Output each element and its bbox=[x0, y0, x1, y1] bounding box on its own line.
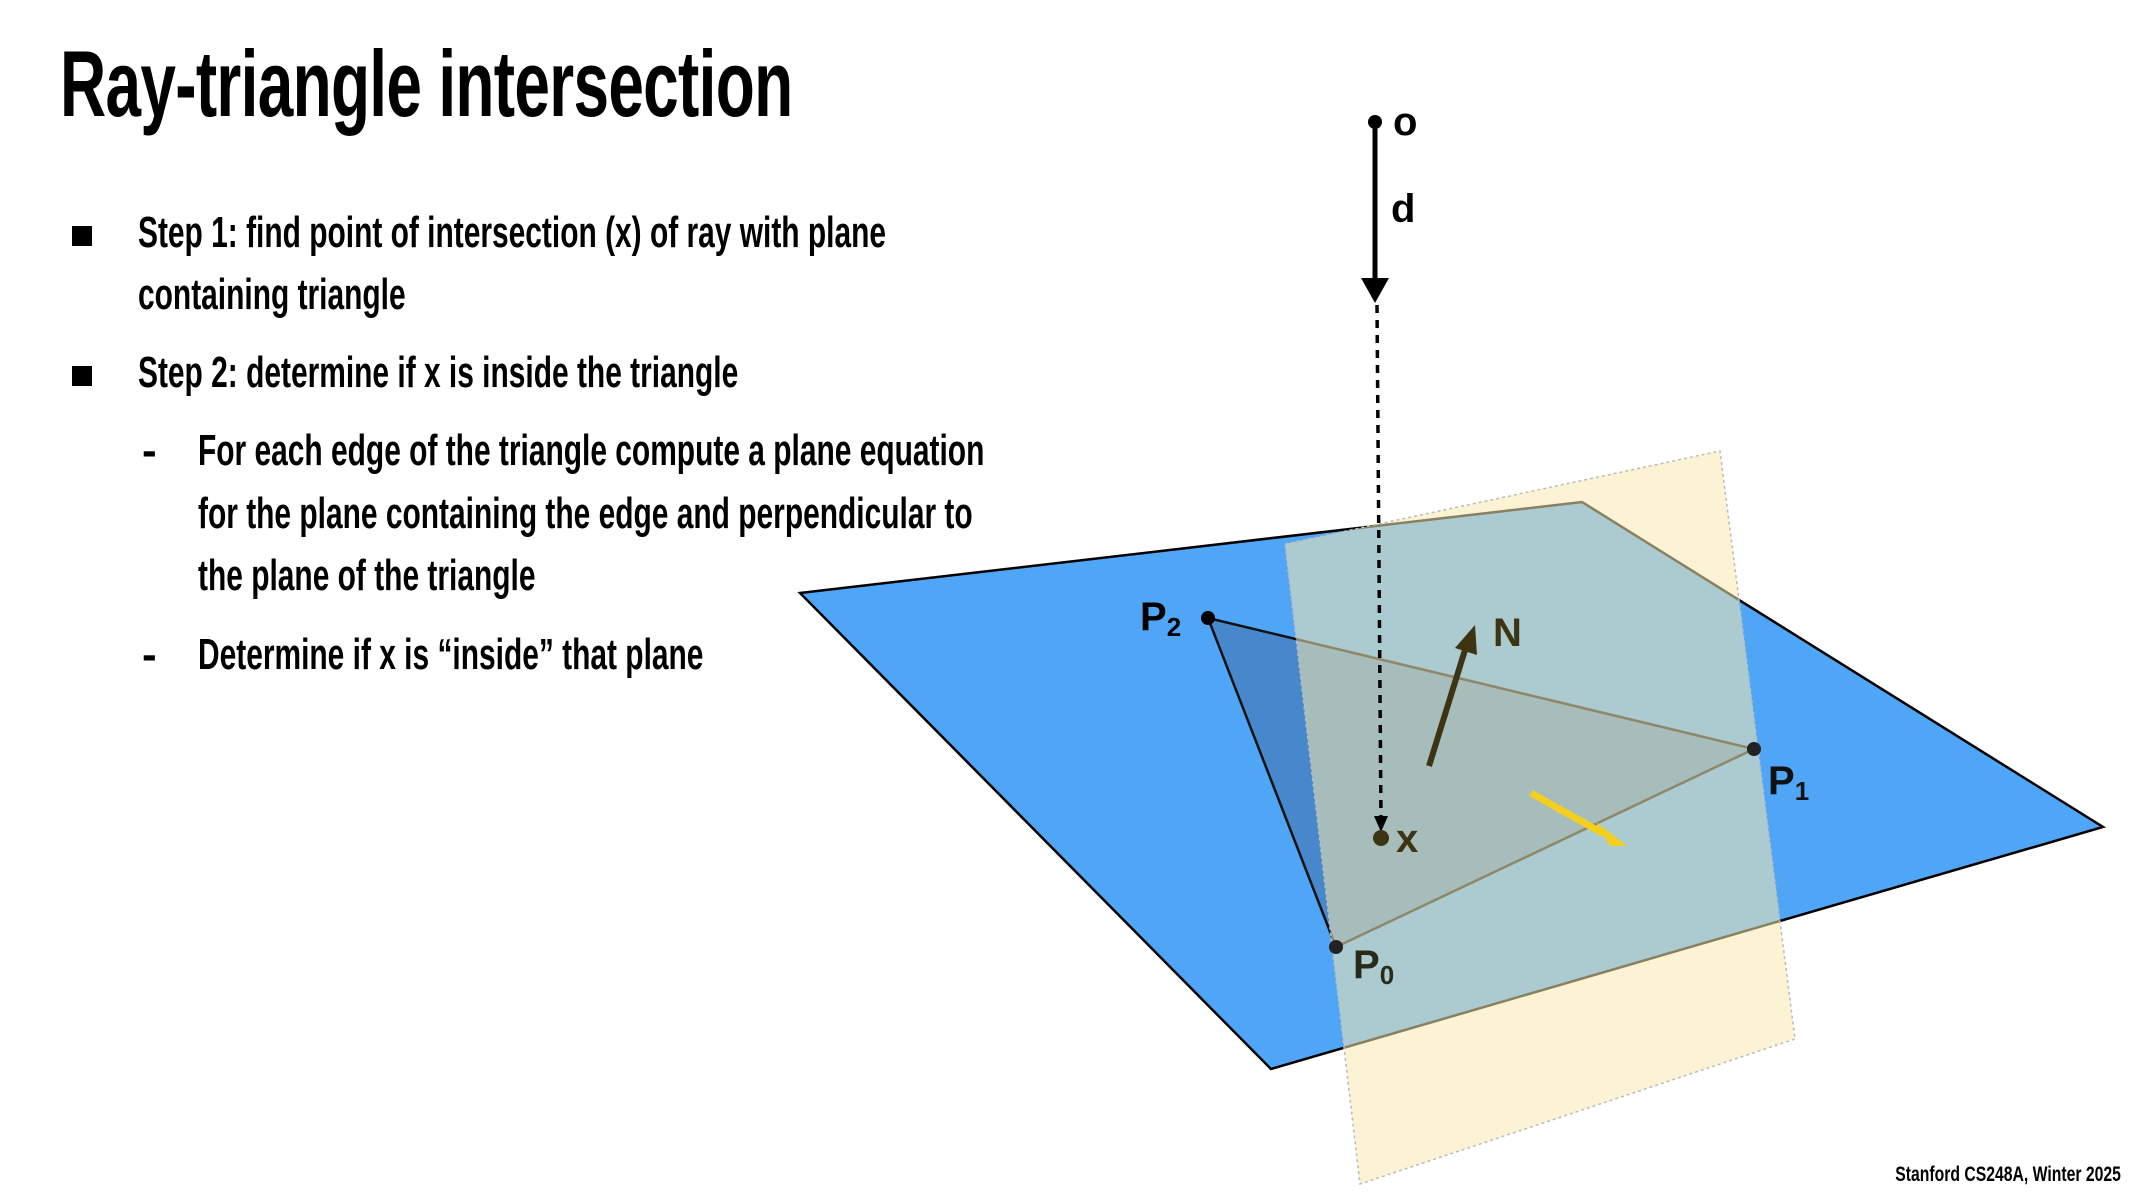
ray-origin-point bbox=[1368, 115, 1382, 129]
vertex-p1 bbox=[1747, 742, 1761, 756]
label-n: N bbox=[1493, 611, 1522, 655]
normal-arrowhead bbox=[1455, 625, 1477, 655]
label-x: x bbox=[1396, 817, 1418, 861]
footer-course-label: Stanford CS248A, Winter 2025 bbox=[1895, 1163, 2121, 1186]
bullet-1-line-2: containing triangle bbox=[138, 270, 406, 319]
label-d: d bbox=[1391, 187, 1415, 231]
sub-bullet-1-line-2: for the plane containing the edge and pe… bbox=[198, 489, 973, 538]
ray-arrowhead bbox=[1361, 278, 1389, 303]
vertex-p0 bbox=[1329, 940, 1343, 954]
normal-arrow bbox=[1426, 649, 1468, 767]
edge-normal-arrowhead bbox=[1596, 822, 1627, 846]
label-p1: P1 bbox=[1768, 759, 1809, 806]
bullet-1-line-1: Step 1: find point of intersection (x) o… bbox=[138, 208, 887, 257]
label-p2: P2 bbox=[1140, 595, 1181, 642]
intersection-point bbox=[1373, 830, 1389, 846]
label-p0: P0 bbox=[1353, 943, 1394, 990]
sub-bullet-dash: - bbox=[142, 426, 157, 475]
ray-dotted-continuation bbox=[1375, 304, 1383, 823]
sub-bullet-2-line-1: Determine if x is “inside” that plane bbox=[198, 630, 704, 679]
label-o: o bbox=[1393, 100, 1417, 144]
slide-title: Ray-triangle intersection bbox=[60, 31, 793, 136]
bullet-square-icon bbox=[72, 226, 92, 246]
edge-perpendicular-plane bbox=[1284, 450, 1796, 1186]
edge-normal-arrow bbox=[1529, 789, 1606, 838]
sub-bullet-dash: - bbox=[142, 630, 157, 679]
bullet-2-line-1: Step 2: determine if x is inside the tri… bbox=[138, 348, 739, 397]
ray-dotted-arrowhead bbox=[1374, 816, 1388, 832]
bullet-square-icon bbox=[72, 366, 92, 386]
sub-bullet-1-line-3: the plane of the triangle bbox=[198, 551, 536, 600]
vertex-p2 bbox=[1201, 611, 1215, 625]
sub-bullet-1-line-1: For each edge of the triangle compute a … bbox=[198, 426, 985, 475]
